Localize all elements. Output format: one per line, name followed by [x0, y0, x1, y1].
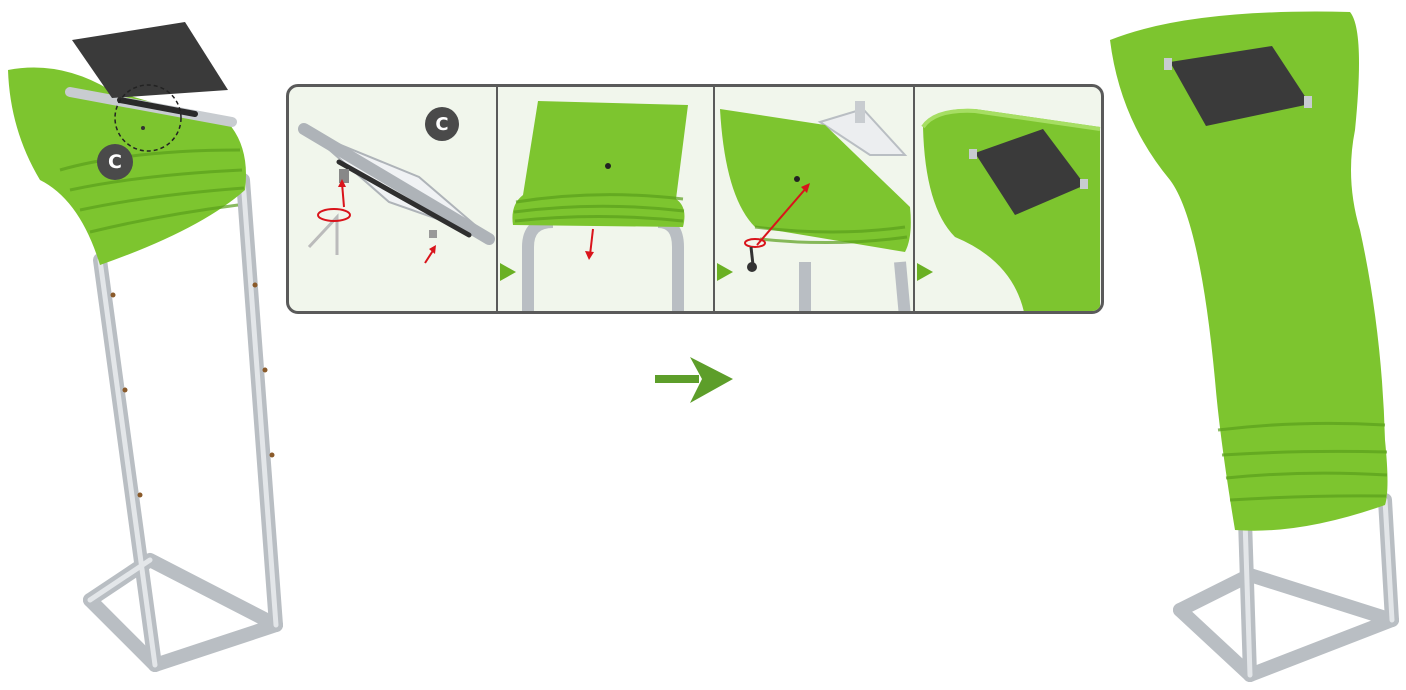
assembly-steps-panel: C	[286, 84, 1104, 314]
right-stand	[1100, 0, 1406, 685]
right-stand-illustration	[1100, 0, 1406, 685]
left-stand-illustration	[0, 0, 300, 685]
step-2-panel	[498, 87, 713, 311]
step-3-panel	[715, 87, 913, 311]
tablet-mounted-icon	[915, 87, 1104, 311]
knob-screw-fix-icon	[715, 87, 913, 311]
step-4-panel	[915, 87, 1104, 311]
step-2-arrow-icon	[500, 263, 516, 281]
inset-marker-badge: C	[425, 107, 459, 141]
step-1-panel: C	[289, 87, 496, 311]
fabric-cover-top-icon	[498, 87, 713, 311]
right-arrow-icon	[655, 355, 735, 405]
step-4-arrow-icon	[917, 263, 933, 281]
detail-marker-badge: C	[97, 144, 133, 180]
left-stand: C	[0, 0, 300, 685]
step-3-arrow-icon	[717, 263, 733, 281]
clamp-assembly-icon	[289, 87, 496, 311]
